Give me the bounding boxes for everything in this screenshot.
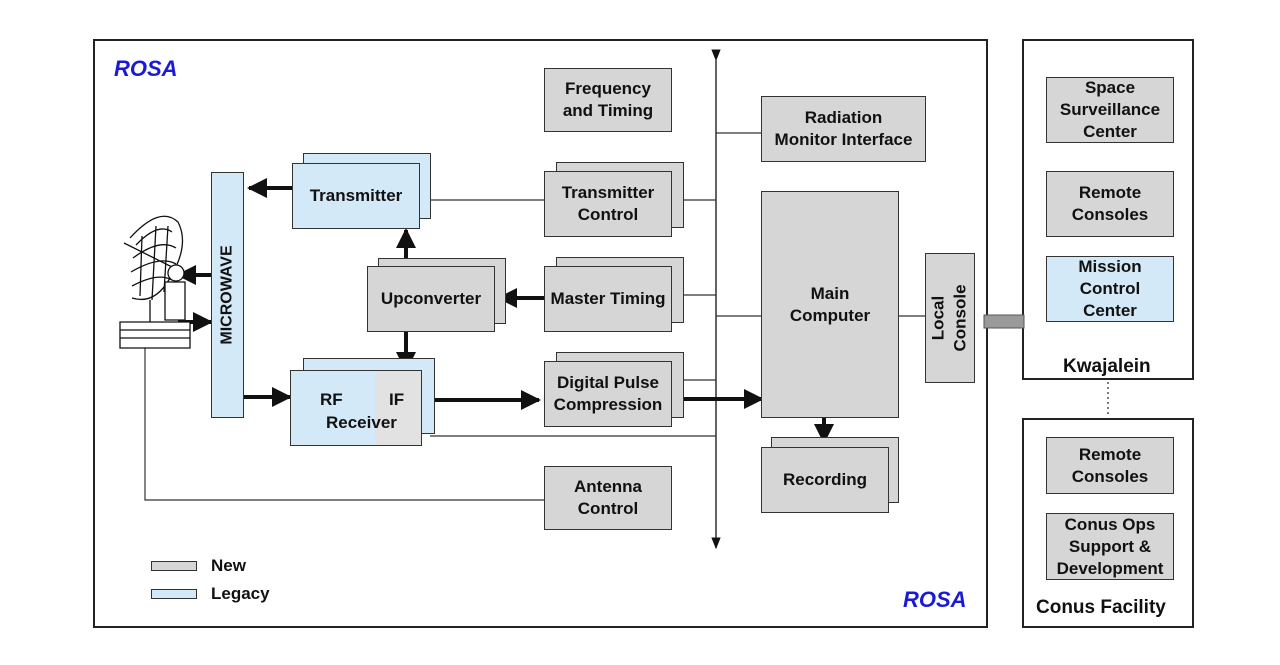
local-console-label: Local Console [929,284,970,352]
rosa-title: ROSA [114,56,178,81]
conus-remote-consoles-block[interactable]: Remote Consoles [1046,437,1174,494]
antenna-control-block[interactable]: Antenna Control [544,466,672,530]
receiver-label: Receiver [326,413,397,432]
local-console-block[interactable]: Local Console [925,253,975,383]
kwajalein-remote-consoles-block[interactable]: Remote Consoles [1046,171,1174,237]
rosa-bottom-label: ROSA [903,587,967,612]
transmitter-control-block[interactable]: Transmitter Control [544,171,672,237]
main-computer-block[interactable]: Main Computer [761,191,899,418]
rf-receiver-block[interactable]: RF IF Receiver [290,370,422,446]
microwave-block[interactable]: MICROWAVE [211,172,244,418]
conus-facility-label: Conus Facility [1036,597,1166,618]
if-section [375,371,421,445]
master-timing-block[interactable]: Master Timing [544,266,672,332]
radiation-monitor-block[interactable]: Radiation Monitor Interface [761,96,926,162]
recording-block[interactable]: Recording [761,447,889,513]
transmitter-block[interactable]: Transmitter [292,163,420,229]
legend-legacy-swatch [151,589,197,599]
kwajalein-label: Kwajalein [1063,356,1151,377]
digital-pulse-compression-block[interactable]: Digital Pulse Compression [544,361,672,427]
upconverter-block[interactable]: Upconverter [367,266,495,332]
legend-new-label: New [211,556,246,575]
conus-ops-support-block[interactable]: Conus Ops Support & Development [1046,513,1174,580]
legend-legacy-label: Legacy [211,584,270,603]
space-surveillance-center-block[interactable]: Space Surveillance Center [1046,77,1174,143]
mission-control-center-block[interactable]: Mission Control Center [1046,256,1174,322]
frequency-timing-block[interactable]: Frequency and Timing [544,68,672,132]
microwave-label: MICROWAVE [218,245,236,345]
if-label: IF [389,390,405,409]
legend-new-swatch [151,561,197,571]
rf-label: RF [320,390,343,409]
